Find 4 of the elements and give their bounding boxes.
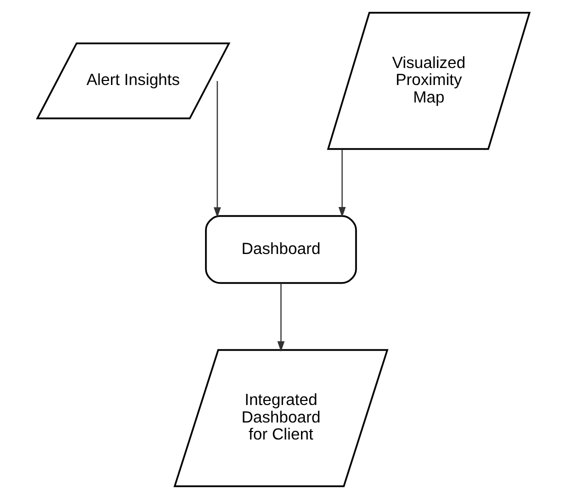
node-box: Dashboard [205, 215, 357, 284]
arrow [338, 149, 346, 218]
arrow [277, 283, 285, 352]
arrow [214, 81, 221, 218]
